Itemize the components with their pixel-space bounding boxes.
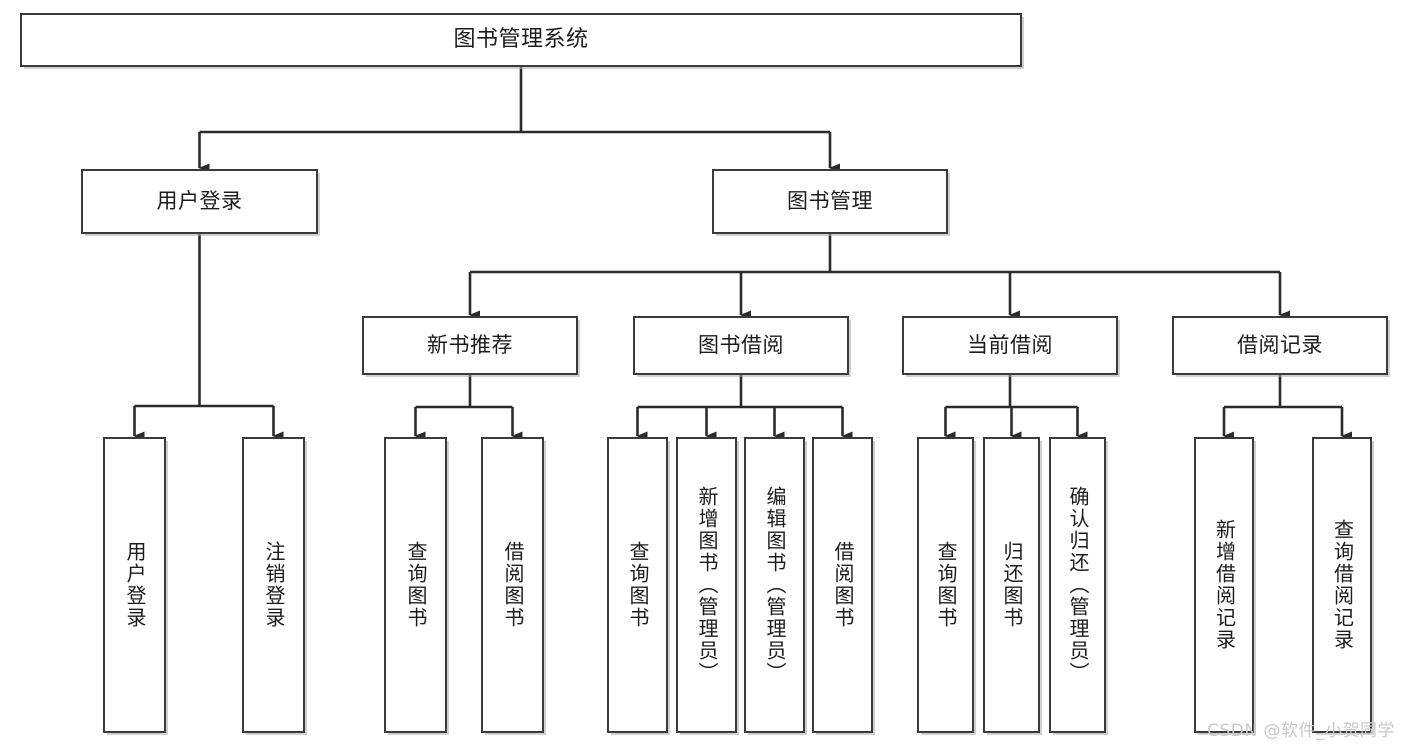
node-label: 用户登录 [123,541,147,629]
node-label: 图书借阅 [698,333,784,358]
node-leaf-7[interactable]: 编辑图书（管理员） [744,437,805,733]
node-label: 用户登录 [156,189,243,214]
node-leaf-8[interactable]: 借阅图书 [812,437,873,733]
node-label: 借阅记录 [1237,333,1323,358]
node-leaf-2[interactable]: 注销登录 [242,437,305,733]
node-label: 借阅图书 [831,541,855,629]
node-newbook[interactable]: 新书推荐 [362,316,578,375]
node-leaf-10[interactable]: 归还图书 [983,437,1040,733]
node-label: 确认归还（管理员） [1066,486,1090,684]
node-label: 当前借阅 [967,333,1053,358]
node-label: 归还图书 [1000,541,1024,629]
node-leaf-11[interactable]: 确认归还（管理员） [1049,437,1106,733]
node-label: 图书管理 [787,189,873,214]
node-records[interactable]: 借阅记录 [1172,316,1388,375]
node-label: 新书推荐 [427,333,513,358]
node-leaf-12[interactable]: 新增借阅记录 [1194,437,1254,733]
node-leaf-13[interactable]: 查询借阅记录 [1312,437,1372,733]
node-login[interactable]: 用户登录 [81,169,318,234]
node-leaf-4[interactable]: 借阅图书 [481,437,544,733]
node-label: 新增借阅记录 [1212,519,1237,651]
node-leaf-6[interactable]: 新增图书（管理员） [676,437,737,733]
node-current[interactable]: 当前借阅 [902,316,1118,375]
node-leaf-1[interactable]: 用户登录 [103,437,166,733]
node-label: 查询借阅记录 [1330,519,1355,651]
node-label: 新增图书（管理员） [695,486,719,684]
node-label: 借阅图书 [501,541,525,629]
node-label: 查询图书 [404,541,428,629]
node-borrow[interactable]: 图书借阅 [633,316,849,375]
node-label: 查询图书 [934,541,958,629]
node-bookmgmt[interactable]: 图书管理 [712,169,948,234]
node-label: 查询图书 [626,541,650,629]
node-label: 图书管理系统 [453,27,589,53]
connector-group [133,67,1352,441]
node-leaf-3[interactable]: 查询图书 [384,437,447,733]
node-leaf-9[interactable]: 查询图书 [917,437,974,733]
node-root[interactable]: 图书管理系统 [20,13,1022,67]
node-leaf-5[interactable]: 查询图书 [607,437,668,733]
node-label: 注销登录 [262,541,286,629]
node-label: 编辑图书（管理员） [763,486,787,684]
